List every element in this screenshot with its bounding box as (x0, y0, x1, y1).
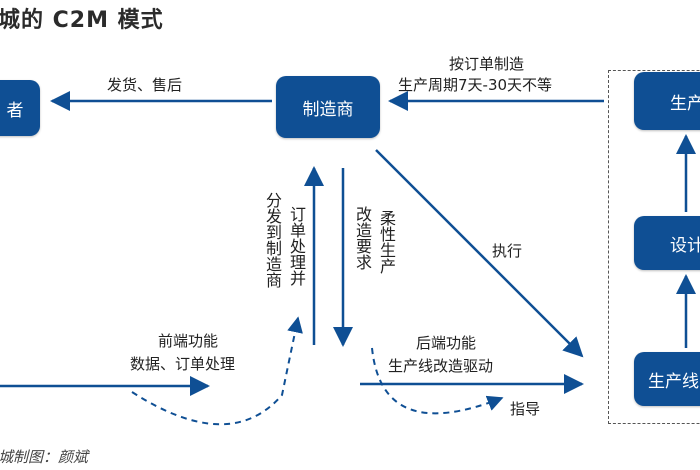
ship-label: 发货、售后 (107, 76, 183, 94)
page-title: 城的 C2M 模式 (0, 8, 164, 33)
execute-arrow (375, 149, 584, 358)
production-node: 生产 (634, 72, 700, 130)
front-desc-label: 数据、订单处理 (130, 355, 236, 373)
back-title-label: 后端功能 (416, 334, 477, 352)
renovate-vertical-label: 改造要求 (353, 206, 372, 270)
production-node-label: 生产 (670, 93, 700, 114)
front-title-label: 前端功能 (158, 332, 219, 350)
back-desc-label: 生产线改造驱动 (388, 357, 494, 375)
design-node: 设计 (634, 216, 700, 270)
order-make-label: 按订单制造 (449, 55, 525, 73)
manufacturer-node-label: 制造商 (302, 99, 354, 120)
guide-label: 指导 (510, 400, 541, 418)
production-frame (608, 70, 700, 424)
cycle-label: 生产周期7天-30天不等 (398, 76, 553, 94)
consumer-node-label: 者 (6, 100, 24, 121)
front-dashed-curve (131, 316, 303, 426)
production-line-node-label: 生产线 (648, 371, 699, 392)
dispatch-vertical-label: 分发到制造商 (263, 192, 282, 288)
manufacturer-node: 制造商 (276, 76, 380, 138)
flex-production-vertical-label: 柔性生产 (377, 210, 396, 274)
order-process-vertical-label: 订单处理并 (287, 206, 306, 286)
production-line-node: 生产线 (634, 352, 700, 406)
consumer-node: 者 (0, 80, 40, 136)
figure-caption: 城制图：颜斌 (0, 448, 89, 466)
design-node-label: 设计 (670, 235, 700, 256)
execute-label: 执行 (492, 242, 523, 260)
